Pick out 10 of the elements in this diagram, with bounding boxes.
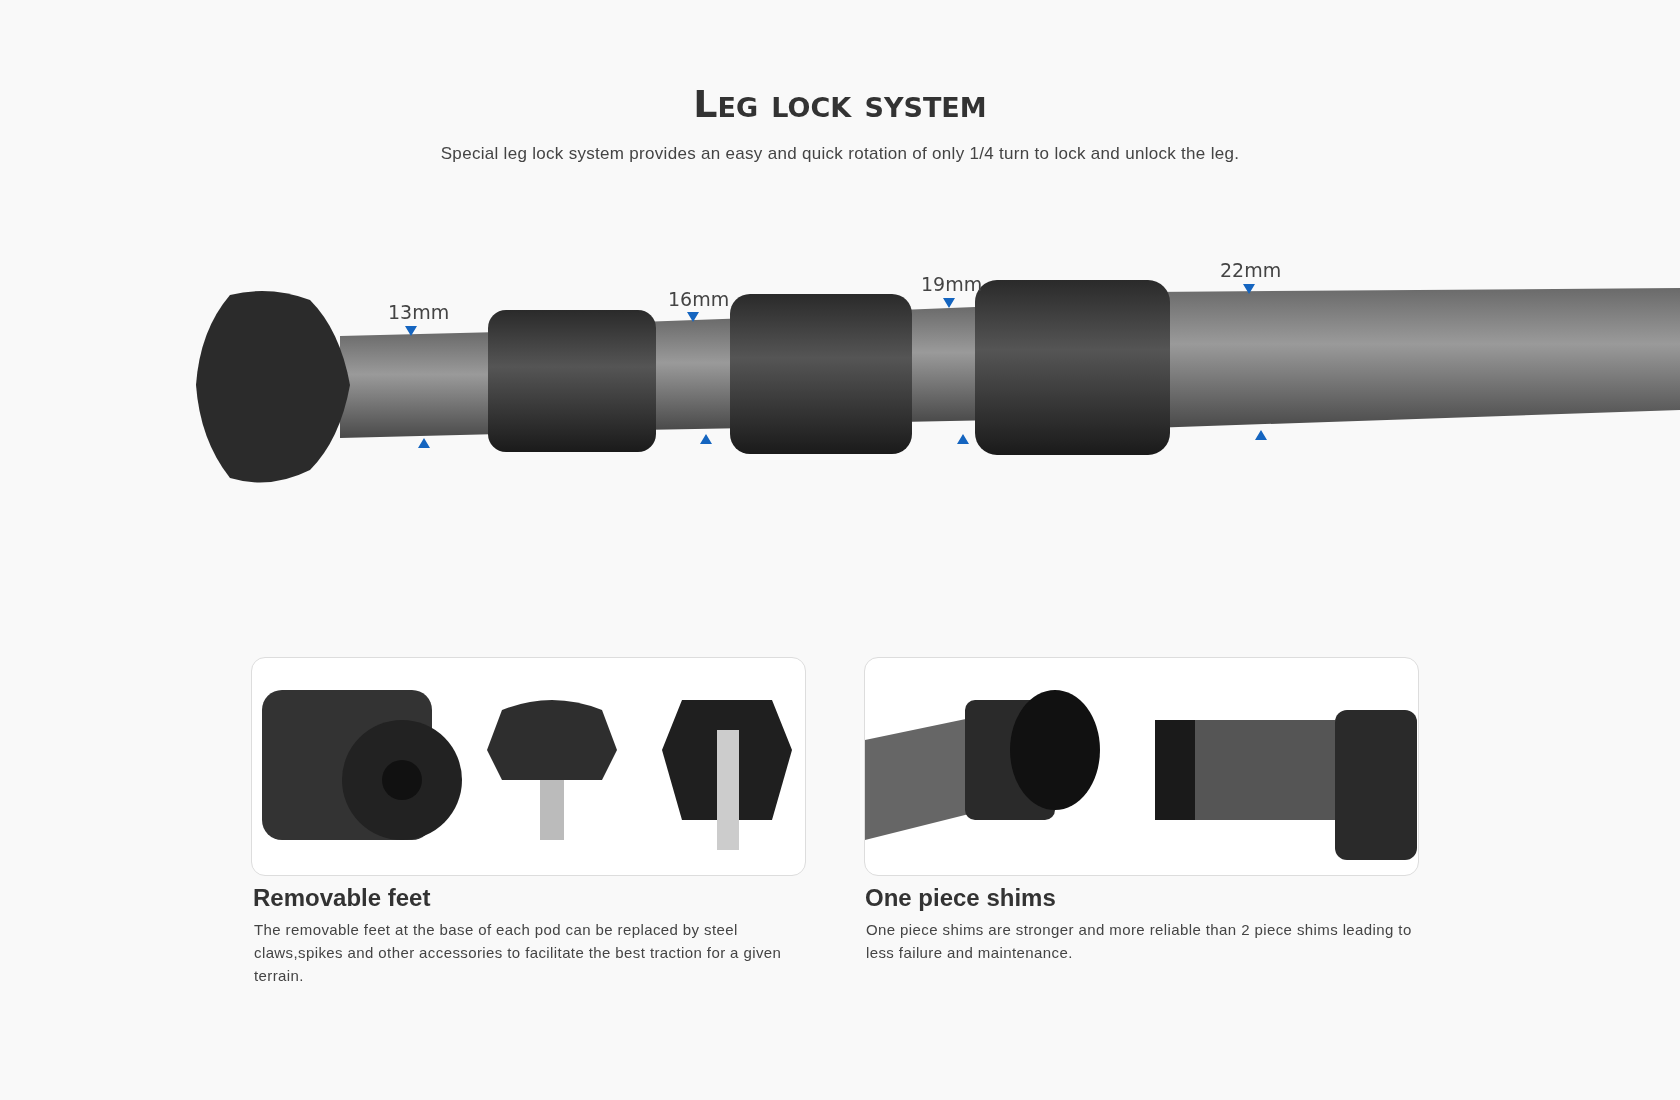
section-heading: One piece shims	[865, 884, 1056, 912]
dimension-label: 19mm	[921, 273, 983, 295]
dimension-label: 22mm	[1220, 259, 1282, 281]
section-heading: Removable feet	[253, 884, 431, 912]
description-text: One piece shims are stronger and more reliable than 2 piece shims leading to less failure and maintenance.	[866, 920, 1413, 963]
dimension-label: 13mm	[388, 301, 450, 323]
dimension-label: 16mm	[668, 288, 730, 310]
subtitle: Special leg lock system provides an easy and quick rotation of only 1/4 turn to lock and unlock the leg.	[439, 144, 1241, 164]
title: Leg lock system	[692, 82, 988, 126]
description-text: The removable feet at the base of each pod can be replaced by steel claws,spikes and other accessories to facilitate the best traction for a given terrain.	[254, 920, 783, 986]
